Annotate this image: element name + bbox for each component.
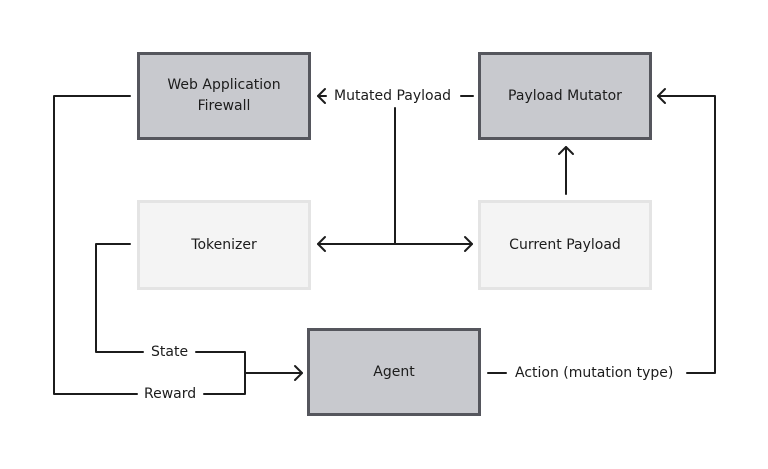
edge-reward — [53, 95, 138, 395]
node-waf: Web Application Firewall — [137, 52, 311, 140]
node-payload-mutator: Payload Mutator — [478, 52, 652, 140]
label-mutated-payload: Mutated Payload — [334, 87, 452, 105]
arrowhead-mutator-right — [657, 88, 666, 104]
node-payload-mutator-label: Payload Mutator — [508, 87, 622, 104]
node-current-payload-label: Current Payload — [509, 236, 621, 253]
label-state: State — [151, 343, 189, 361]
label-reward: Reward — [144, 385, 197, 403]
node-agent: Agent — [307, 328, 481, 416]
node-waf-label: Web Application Firewall — [167, 77, 281, 114]
arrowhead-agent — [294, 365, 303, 381]
edge-state-merge — [195, 351, 246, 395]
arrowhead-current-payload — [464, 236, 473, 252]
edge-state — [95, 243, 144, 353]
label-action: Action (mutation type) — [515, 364, 674, 382]
arrowhead-tokenizer — [317, 236, 326, 252]
node-agent-label: Agent — [373, 363, 415, 380]
node-tokenizer-label: Tokenizer — [191, 236, 257, 253]
edge-action-return — [657, 95, 716, 374]
node-current-payload: Current Payload — [478, 200, 652, 290]
arrowhead-waf — [317, 88, 326, 104]
arrowhead-mutator-up — [558, 146, 574, 155]
node-tokenizer: Tokenizer — [137, 200, 311, 290]
